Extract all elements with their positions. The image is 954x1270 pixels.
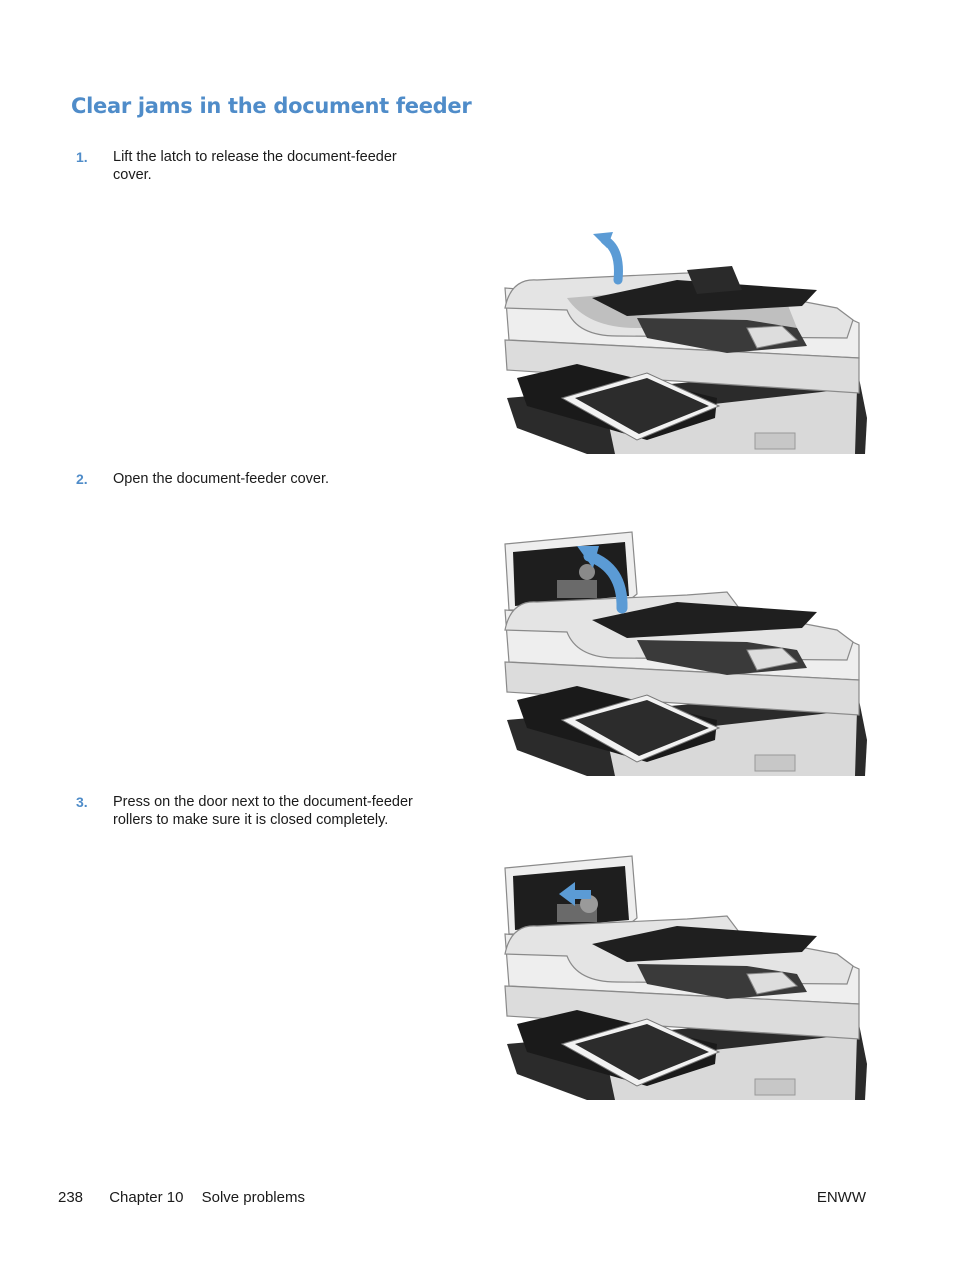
step-text-line: cover. [113, 167, 152, 183]
chapter-label: Chapter 10 [109, 1189, 184, 1206]
footer-right-label: ENWW [816, 1189, 866, 1206]
step-number: 1. [76, 149, 88, 165]
printer-illustration-lift-latch [504, 232, 867, 454]
step-text-line: Open the document-feeder cover. [113, 471, 330, 487]
step-text: Lift the latch to release the document-f… [113, 148, 443, 184]
printer-illustration-open-cover [504, 531, 867, 776]
step-text-line: rollers to make sure it is closed comple… [113, 812, 389, 828]
step-number: 2. [76, 471, 88, 487]
step-text-line: Press on the door next to the document-f… [113, 794, 413, 810]
page-number: 238 [58, 1189, 84, 1206]
footer-left: 238 Chapter 10 Solve problems [58, 1189, 305, 1206]
page-title: Clear jams in the document feeder [71, 94, 472, 118]
section-label: Solve problems [201, 1189, 305, 1206]
step-text-line: Lift the latch to release the document-f… [113, 149, 397, 165]
step-text: Open the document-feeder cover. [113, 470, 443, 488]
step-text: Press on the door next to the document-f… [113, 793, 443, 829]
printer-illustration-press-door [504, 855, 867, 1100]
step-number: 3. [76, 794, 88, 810]
